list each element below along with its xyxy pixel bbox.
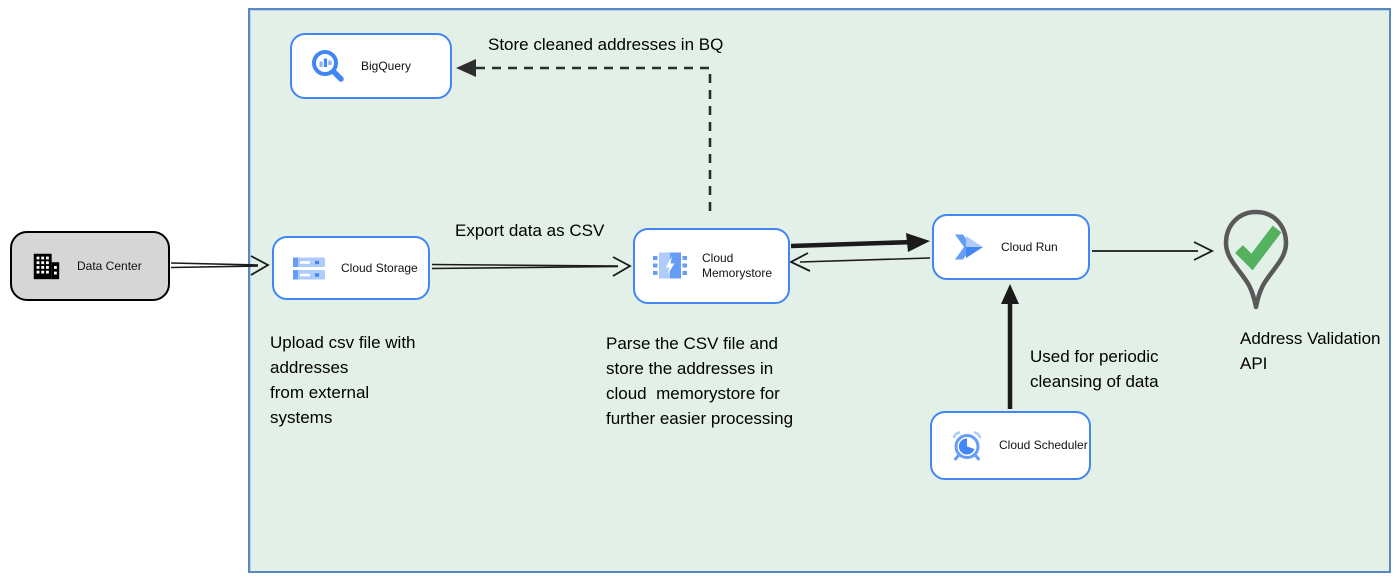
storage-buckets-icon: [292, 251, 326, 285]
building-icon: [30, 250, 62, 282]
node-label: Cloud Scheduler: [999, 438, 1088, 452]
node-cloud-storage[interactable]: Cloud Storage: [272, 236, 430, 300]
node-cloud-scheduler[interactable]: Cloud Scheduler: [930, 411, 1091, 480]
node-label: BigQuery: [361, 58, 412, 73]
bigquery-magnifier-icon: [310, 48, 346, 84]
memory-chip-bolt-icon: [653, 249, 687, 283]
alarm-clock-icon: [950, 429, 984, 463]
node-label: Cloud Run: [1001, 239, 1058, 254]
note-upload-csv: Upload csv file with addresses from exte…: [270, 333, 416, 427]
node-data-center[interactable]: Data Center: [10, 231, 170, 301]
label-store-cleaned-addresses: Store cleaned addresses in BQ: [488, 35, 724, 54]
node-label: Cloud Storage: [341, 260, 418, 275]
node-cloud-memorystore[interactable]: Cloud Memorystore: [633, 228, 790, 304]
node-cloud-run[interactable]: Cloud Run: [932, 214, 1090, 280]
label-export-data-csv: Export data as CSV: [455, 221, 605, 240]
node-label: Data Center: [77, 258, 142, 273]
label-address-validation-api: Address Validation API: [1240, 329, 1385, 373]
run-chevrons-icon: [952, 230, 986, 264]
address-validation-api-marker[interactable]: [1220, 206, 1292, 328]
map-pin-check-icon: [1220, 209, 1292, 332]
node-label: Cloud Memorystore: [702, 251, 773, 280]
note-periodic-cleansing: Used for periodic cleansing of data: [1030, 347, 1159, 391]
note-parse-csv: Parse the CSV file and store the address…: [606, 334, 794, 428]
node-bigquery[interactable]: BigQuery: [290, 33, 452, 99]
gcp-boundary-container: [248, 8, 1391, 573]
